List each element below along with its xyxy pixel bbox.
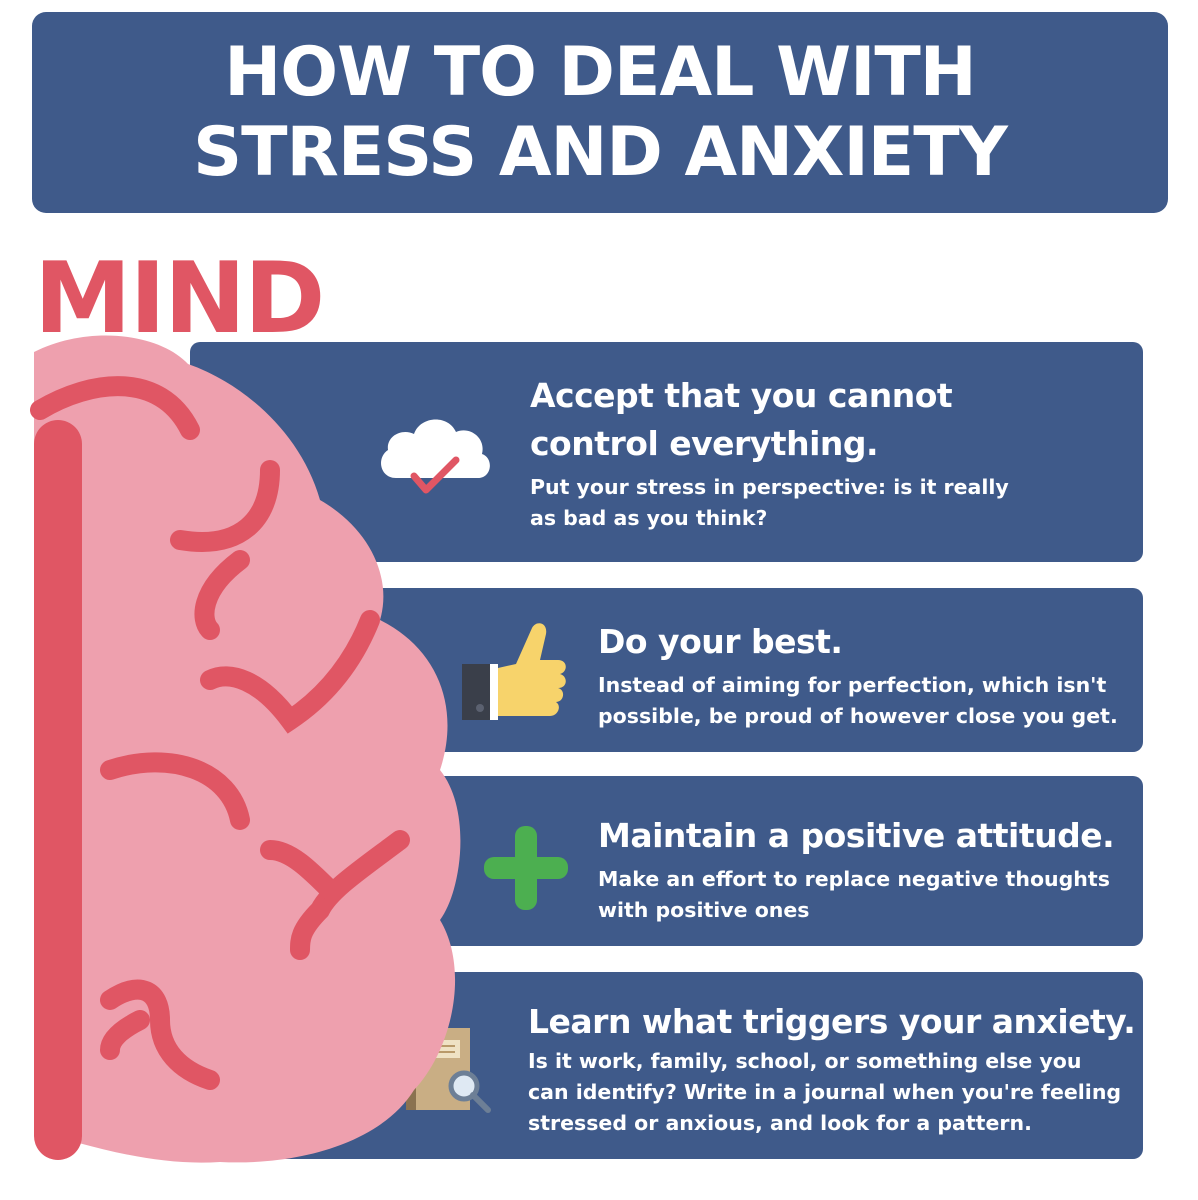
tip-heading-line: Maintain a positive attitude. <box>598 816 1115 855</box>
section-label-mind: MIND <box>34 242 325 356</box>
tip-body: Make an effort to replace negative thoug… <box>598 867 1110 922</box>
tip-text-best: Do your best. Instead of aiming for perf… <box>598 618 1128 732</box>
thumbs-up-icon <box>460 620 570 728</box>
title-banner: HOW TO DEAL WITH STRESS AND ANXIETY <box>32 12 1168 213</box>
tip-body: Is it work, family, school, or something… <box>528 1049 1122 1135</box>
title-line-1: HOW TO DEAL WITH <box>224 32 976 112</box>
tip-text-accept: Accept that you cannot control everythin… <box>530 372 1090 534</box>
tip-heading-line: Accept that you cannot <box>530 376 953 415</box>
tip-heading-line: Do your best. <box>598 622 843 661</box>
brain-illustration <box>0 330 470 1174</box>
title-line-2: STRESS AND ANXIETY <box>193 112 1008 192</box>
cloud-check-icon <box>374 402 498 506</box>
tip-text-triggers: Learn what triggers your anxiety. Is it … <box>528 998 1136 1139</box>
tip-body: Instead of aiming for perfection, which … <box>598 673 1118 728</box>
tip-body: Put your stress in perspective: is it re… <box>530 475 1009 530</box>
tip-heading-line: Learn what triggers your anxiety. <box>528 1002 1136 1041</box>
tip-text-positive: Maintain a positive attitude. Make an ef… <box>598 812 1138 926</box>
plus-icon <box>480 822 572 918</box>
tip-heading-line: control everything. <box>530 424 879 463</box>
